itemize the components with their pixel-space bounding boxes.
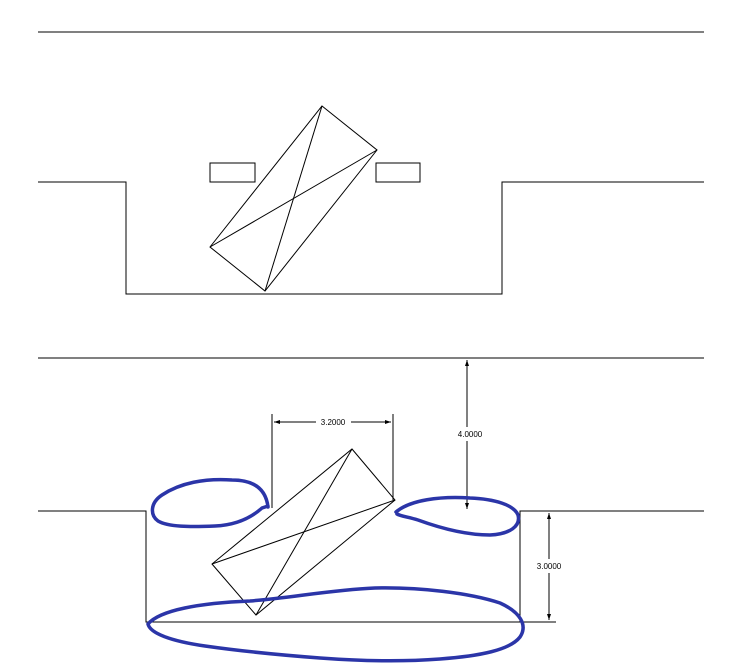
- markup-right-loop: [394, 495, 521, 537]
- height-above-dimension-label: 4.0000: [458, 430, 483, 439]
- markup-bottom-loop: [146, 586, 525, 663]
- bottom-tilted-box: [211, 448, 396, 616]
- top-ground-and-trench: [38, 181, 704, 295]
- top-right-block: [375, 162, 421, 183]
- top-tilted-box: [209, 105, 378, 292]
- markup-left-loop: [150, 477, 270, 529]
- bottom-ground-and-trench: [38, 510, 704, 623]
- depth-dimension: 3.0000: [520, 510, 562, 623]
- width-dimension: 3.2000: [271, 414, 394, 508]
- markup-annotations: [146, 477, 525, 663]
- height-above-dimension: 4.0000: [458, 360, 483, 509]
- top-left-block: [209, 162, 256, 183]
- bottom-panel: 3.2000 4.0000 3.0000: [38, 357, 704, 663]
- depth-dimension-label: 3.0000: [537, 562, 562, 571]
- width-dimension-label: 3.2000: [321, 418, 346, 427]
- top-panel: [38, 31, 704, 295]
